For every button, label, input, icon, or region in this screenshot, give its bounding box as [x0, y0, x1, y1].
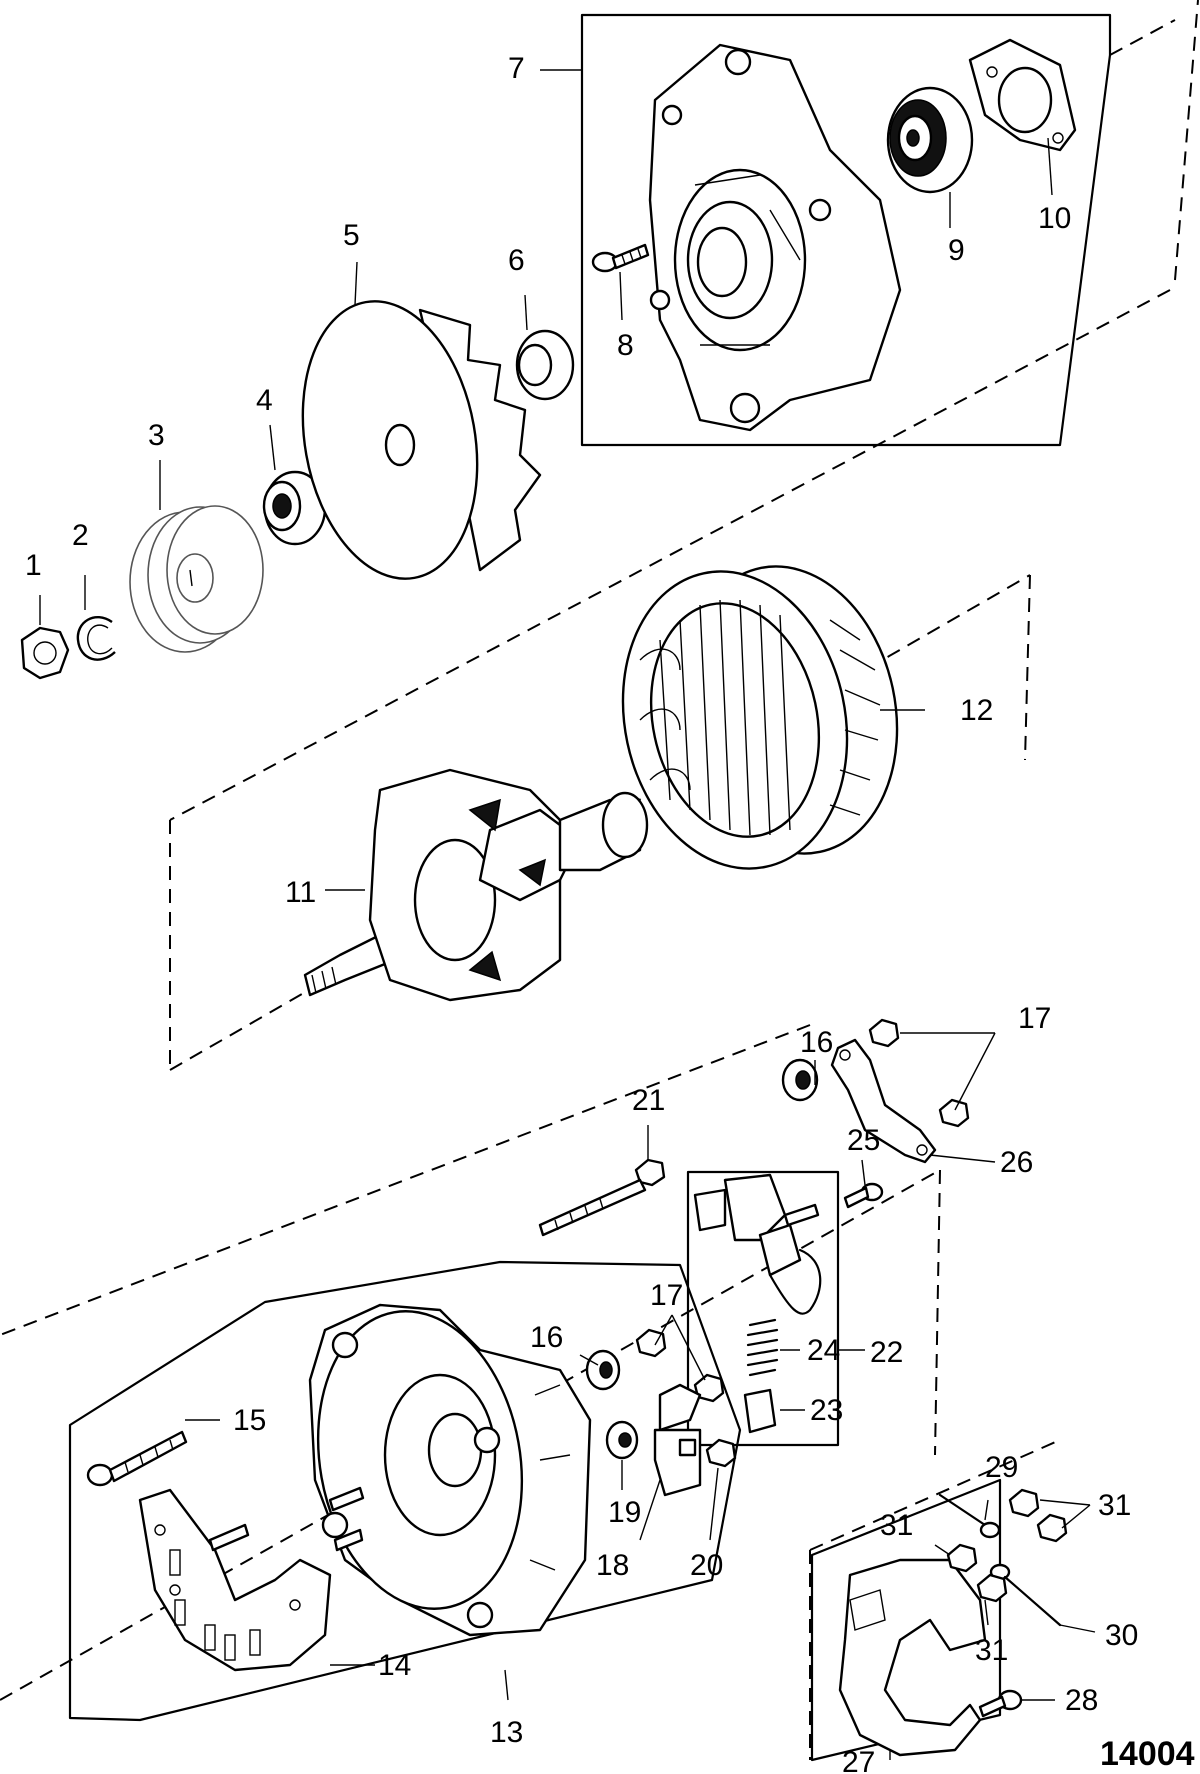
callout-16b: 16	[530, 1321, 563, 1354]
callout-21: 21	[632, 1084, 665, 1117]
callout-14: 14	[378, 1649, 411, 1682]
callout-31b: 31	[880, 1509, 913, 1542]
slip-ring-end-frame-icon	[308, 1303, 592, 1637]
nut-31d-icon	[976, 1573, 1008, 1603]
screw-28-icon	[978, 1689, 1023, 1718]
callout-24: 24	[807, 1334, 840, 1367]
drive-end-frame-icon	[648, 43, 902, 432]
bearing-icon	[886, 86, 974, 194]
snap-ring-icon	[76, 616, 116, 661]
callout-9: 9	[948, 234, 965, 267]
nut-17c-icon	[635, 1328, 667, 1358]
callout-3: 3	[148, 419, 165, 452]
callout-10: 10	[1038, 202, 1071, 235]
callout-27: 27	[842, 1746, 875, 1774]
callout-17b: 17	[650, 1279, 683, 1312]
callout-22: 22	[870, 1336, 903, 1369]
spacer-6-icon	[515, 329, 575, 401]
cover-icon	[838, 1558, 987, 1757]
callout-26: 26	[1000, 1146, 1033, 1179]
callout-16a: 16	[800, 1026, 833, 1059]
stator-icon	[621, 565, 899, 870]
callout-23: 23	[810, 1394, 843, 1427]
nut-31c-icon	[946, 1543, 978, 1573]
rectifier-plate-icon	[138, 1486, 365, 1672]
box-item-7	[580, 13, 1112, 447]
callout-11: 11	[285, 876, 316, 909]
link-strap-icon	[830, 1038, 937, 1164]
leader-lines	[39, 69, 1096, 1760]
callout-4: 4	[256, 384, 273, 417]
box-item-22	[686, 1170, 840, 1447]
nut-20-icon	[705, 1438, 737, 1468]
box-item-27	[810, 1478, 1002, 1762]
screw-25-icon	[843, 1182, 884, 1209]
callout-5: 5	[343, 219, 360, 252]
brush-holder-icon	[693, 1173, 822, 1315]
callout-2: 2	[72, 519, 89, 552]
terminal-18-icon	[653, 1383, 702, 1497]
insulator-19-icon	[605, 1420, 639, 1460]
diagram-code: 14004	[1100, 1735, 1195, 1773]
callout-19: 19	[608, 1496, 641, 1529]
spring-icon	[746, 1318, 779, 1377]
insulator-16a-icon	[781, 1058, 819, 1102]
nut-17a-icon	[868, 1018, 900, 1048]
callout-29: 29	[985, 1451, 1018, 1484]
nut-17b-icon	[938, 1098, 970, 1128]
bolt-21-icon	[538, 1158, 666, 1237]
fan-icon	[301, 300, 542, 580]
callout-15: 15	[233, 1404, 266, 1437]
insulator-16b-icon	[585, 1349, 621, 1391]
pulley-icon	[129, 505, 264, 653]
callout-20: 20	[690, 1549, 723, 1582]
callout-1: 1	[25, 549, 42, 582]
callout-31a: 31	[1098, 1489, 1131, 1522]
nut-31a-icon	[1008, 1488, 1040, 1518]
retainer-plate-icon	[968, 38, 1077, 152]
callout-8: 8	[617, 329, 634, 362]
callout-28: 28	[1065, 1684, 1098, 1717]
spacer-4-icon	[262, 470, 327, 546]
callout-25: 25	[847, 1124, 880, 1157]
nut-31b-icon	[1036, 1513, 1068, 1543]
hex-nut-icon	[20, 626, 70, 680]
box-item-13	[68, 1260, 742, 1722]
bracket-boxes	[68, 13, 1112, 1762]
callout-13: 13	[490, 1716, 523, 1749]
callout-7: 7	[508, 52, 525, 85]
callout-17a: 17	[1018, 1002, 1051, 1035]
wire-lead-29-icon	[938, 1493, 1001, 1539]
callout-12: 12	[960, 694, 993, 727]
rotor-icon	[303, 768, 649, 1002]
brush-icon	[743, 1388, 777, 1434]
screw-8-icon	[591, 243, 650, 273]
callout-31c: 31	[975, 1634, 1008, 1667]
callout-18: 18	[596, 1549, 629, 1582]
screw-15-icon	[86, 1430, 188, 1487]
callout-6: 6	[508, 244, 525, 277]
callout-labels: 1 2 3 4 5 6 7 8 9 10 11 12 13 14 15 16 1…	[25, 52, 1138, 1774]
callout-30: 30	[1105, 1619, 1138, 1652]
